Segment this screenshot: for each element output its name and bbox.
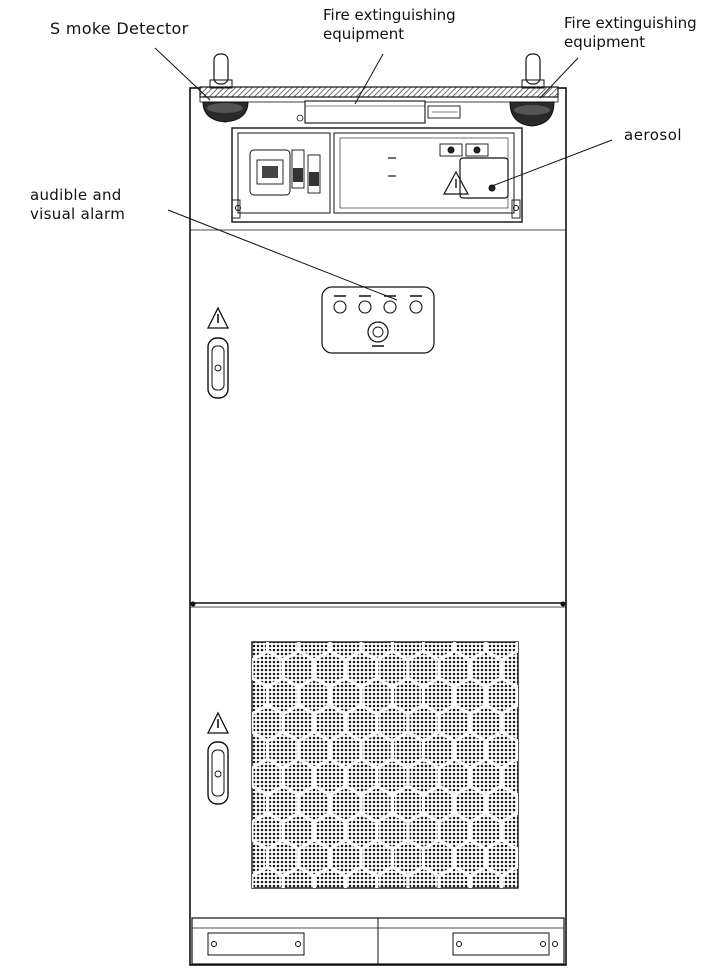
label-smoke-detector: S moke Detector	[50, 19, 189, 38]
label-aerosol: aerosol	[624, 126, 683, 144]
label-fire-equipment-right: Fire extinguishing equipment	[564, 14, 697, 51]
leader-fire-equipment-right	[539, 57, 579, 99]
leader-lines	[154, 47, 613, 301]
leader-smoke-detector	[154, 47, 211, 101]
label-fire-equipment-center: Fire extinguishing equipment	[323, 6, 456, 43]
grille-hex-cell	[515, 846, 518, 870]
upper-door-handle	[206, 306, 230, 399]
grille-hex-cell	[468, 865, 503, 888]
grille-hex-cell	[533, 705, 564, 741]
grille-hex-cell	[533, 867, 564, 903]
fire-equipment-right	[509, 53, 555, 127]
lower-door-handle	[206, 711, 230, 805]
bottom-plinth	[191, 917, 565, 965]
grille-hex-cell	[533, 651, 564, 687]
grille-hex-cell	[515, 792, 518, 816]
grille-hex-cell	[499, 865, 518, 888]
leader-aerosol	[491, 139, 613, 187]
grille-hex-cell	[344, 865, 379, 888]
equipment-panel	[231, 127, 523, 223]
grille-hex-cell	[205, 678, 236, 714]
grille-hex-cell	[515, 738, 518, 762]
grille-hex-cell	[281, 865, 316, 888]
grille-hex-cell	[533, 759, 564, 795]
grille-hex-cell	[406, 865, 441, 888]
grille-hex-cell	[533, 813, 564, 849]
grille-hex-cell	[252, 712, 254, 734]
leader-fire-equipment-center	[354, 53, 384, 105]
grille-hex-cell	[515, 642, 518, 654]
alarm-control-plate	[321, 286, 435, 354]
smoke-detector-left	[202, 53, 249, 123]
grille-hex-cell	[205, 840, 236, 876]
grille-hex-cell	[252, 766, 254, 788]
leader-alarm	[167, 209, 398, 301]
grille-hex-cell	[205, 624, 236, 660]
grille-hex-cell	[515, 684, 518, 708]
ventilation-grille	[205, 624, 564, 903]
grille-hex-cell	[312, 865, 347, 888]
roof-strip	[199, 86, 559, 124]
grille-hex-cell	[252, 658, 254, 680]
grille-hex-cell	[252, 874, 254, 888]
grille-hex-cell	[252, 820, 254, 842]
grille-hex-cell	[437, 865, 472, 888]
grille-hex-cell	[252, 865, 285, 888]
label-alarm: audible and visual alarm	[30, 186, 126, 223]
grille-hex-cell	[375, 865, 410, 888]
